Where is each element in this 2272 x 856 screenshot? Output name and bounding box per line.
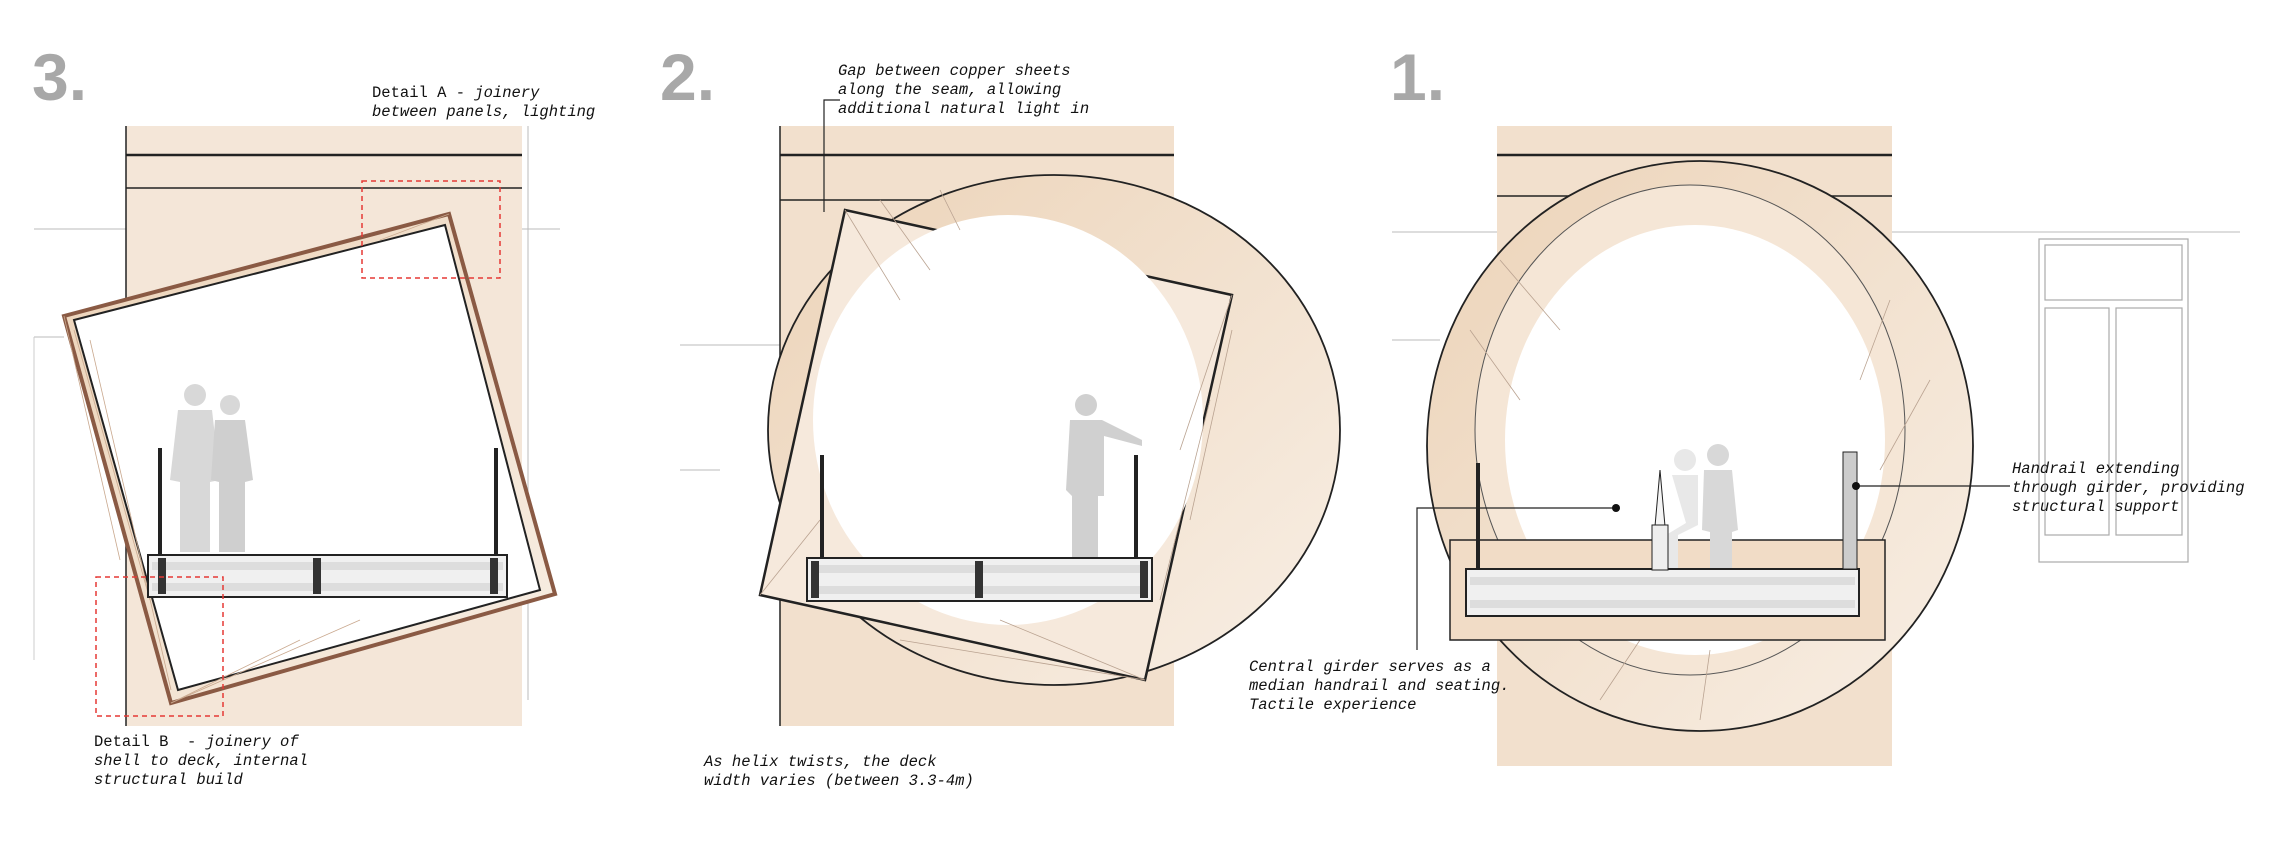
deck-1 bbox=[1465, 451, 1860, 617]
doorway bbox=[2038, 238, 2189, 563]
note-detail-a: Detail A - joinery between panels, light… bbox=[372, 84, 596, 121]
panel-1: 1. bbox=[1390, 40, 2240, 766]
gap-leader-line bbox=[823, 99, 840, 212]
note-helix-twist: As helix twists, the deck width varies (… bbox=[704, 753, 974, 790]
panel-2: 2. bbox=[660, 40, 1341, 726]
deck-3 bbox=[147, 448, 508, 598]
note-detail-b: Detail B - joinery of shell to deck, int… bbox=[94, 733, 308, 789]
handrail-post bbox=[1476, 463, 1480, 569]
handrail-girder bbox=[1842, 451, 1858, 570]
panel-number-1: 1. bbox=[1390, 40, 1445, 114]
handrail-post bbox=[820, 455, 824, 558]
deck-2 bbox=[806, 455, 1153, 602]
handrail-post bbox=[158, 448, 162, 555]
note-central-girder: Central girder serves as a median handra… bbox=[1249, 658, 1510, 714]
panel-3: 3. bbox=[32, 40, 560, 726]
shell-panel-lines bbox=[759, 189, 1233, 681]
note-handrail: Handrail extending through girder, provi… bbox=[2012, 460, 2245, 516]
handrail-post bbox=[1134, 455, 1138, 558]
shell-panel-lines bbox=[1469, 259, 1931, 721]
shell-panel-lines bbox=[63, 213, 450, 704]
detail-b-box bbox=[95, 576, 224, 717]
human-figures bbox=[170, 384, 253, 552]
panel-number-2: 2. bbox=[660, 40, 715, 114]
human-figure bbox=[1066, 394, 1142, 576]
human-figures bbox=[1666, 444, 1738, 580]
panel-number-3: 3. bbox=[32, 40, 87, 114]
note-seam-gap: Gap between copper sheets along the seam… bbox=[838, 62, 1090, 118]
shell-opening bbox=[813, 215, 1203, 625]
girder-leader-line bbox=[1416, 507, 1616, 650]
handrail-post bbox=[494, 448, 498, 555]
